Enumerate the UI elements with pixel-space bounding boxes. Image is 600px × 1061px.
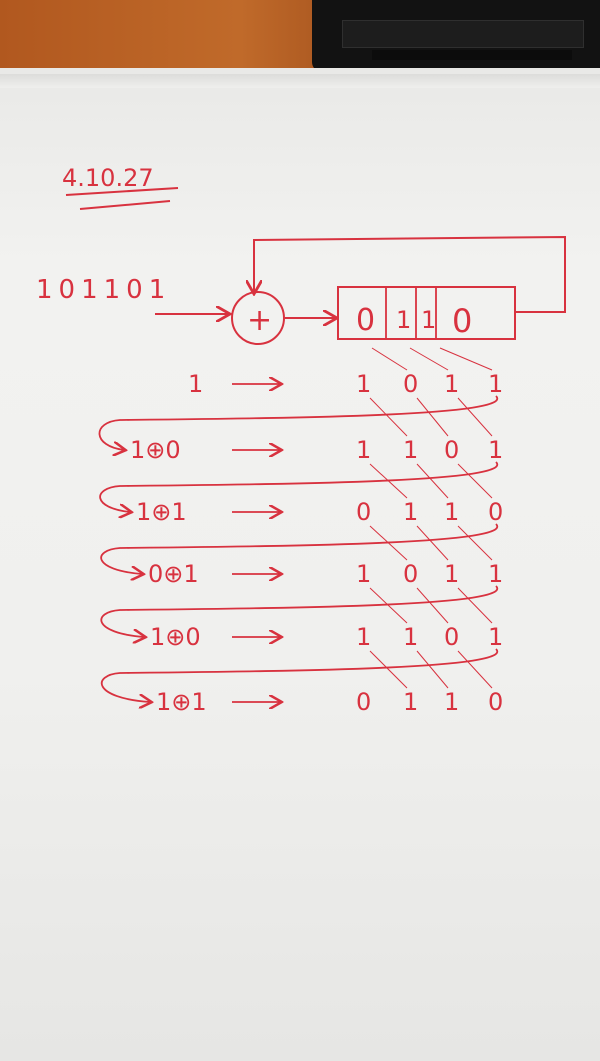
shift-line: [369, 397, 408, 437]
step-input: 1⊕1: [136, 498, 187, 526]
state-bit: 1: [488, 623, 503, 651]
state-bit: 1: [444, 560, 459, 588]
xor-symbol: +: [247, 303, 272, 338]
state-bit: 0: [403, 370, 418, 398]
state-bit: 0: [444, 436, 459, 464]
shift-line: [457, 587, 493, 624]
state-bit: 0: [488, 688, 503, 716]
feedback-curve: [99, 461, 499, 512]
shift-line: [416, 650, 449, 689]
state-bit: 1: [488, 560, 503, 588]
shift-line: [416, 397, 449, 437]
state-bit: 0: [488, 498, 503, 526]
feedback-curve: [100, 523, 499, 574]
shift-line: [416, 463, 449, 499]
state-bit: 1: [403, 498, 418, 526]
shift-line: [369, 525, 408, 561]
register-cell: 0: [452, 302, 472, 340]
paper-sheet: [0, 68, 600, 1061]
shift-line: [457, 525, 493, 561]
state-bit: 1: [403, 436, 418, 464]
paper-edge: [0, 74, 600, 88]
shift-line: [457, 463, 493, 499]
state-bit: 1: [356, 436, 371, 464]
state-bit: 1: [444, 498, 459, 526]
feedback-curve: [98, 395, 499, 450]
feedback-curve: [101, 648, 499, 702]
state-bit: 0: [356, 498, 371, 526]
step-input: 0⊕1: [148, 560, 199, 588]
shift-line: [416, 587, 449, 624]
state-bit: 1: [488, 370, 503, 398]
input-bits: 101101: [36, 275, 171, 305]
shift-line: [409, 347, 449, 371]
state-bit: 1: [444, 688, 459, 716]
step-input: 1⊕0: [130, 436, 181, 464]
step-input: 1⊕1: [156, 688, 207, 716]
step-input: 1: [188, 370, 203, 398]
date-underline: [65, 187, 179, 196]
state-bit: 1: [356, 623, 371, 651]
shift-line: [416, 525, 449, 561]
shift-register: [337, 286, 516, 340]
shift-line: [457, 650, 493, 689]
state-bit: 1: [403, 623, 418, 651]
feedback-arrow: [254, 235, 566, 313]
date-underline: [79, 200, 171, 210]
register-cell: 1: [421, 306, 436, 334]
shift-line: [371, 347, 408, 371]
state-bit: 0: [356, 688, 371, 716]
shift-line: [457, 397, 493, 437]
device-part: [342, 20, 584, 48]
state-bit: 0: [444, 623, 459, 651]
state-bit: 1: [356, 370, 371, 398]
state-bit: 0: [403, 560, 418, 588]
feedback-curve: [100, 585, 499, 637]
date-label: 4.10.27: [62, 164, 154, 192]
step-input: 1⊕0: [150, 623, 201, 651]
state-bit: 1: [403, 688, 418, 716]
register-cell: 0: [356, 303, 375, 338]
shift-line: [369, 463, 408, 499]
shift-line: [369, 587, 408, 624]
state-bit: 1: [444, 370, 459, 398]
shift-line: [369, 650, 408, 689]
device-part: [372, 50, 572, 60]
register-cell: 1: [396, 306, 411, 334]
state-bit: 1: [356, 560, 371, 588]
state-bit: 1: [488, 436, 503, 464]
phone-device: [312, 0, 600, 72]
shift-line: [439, 347, 493, 371]
